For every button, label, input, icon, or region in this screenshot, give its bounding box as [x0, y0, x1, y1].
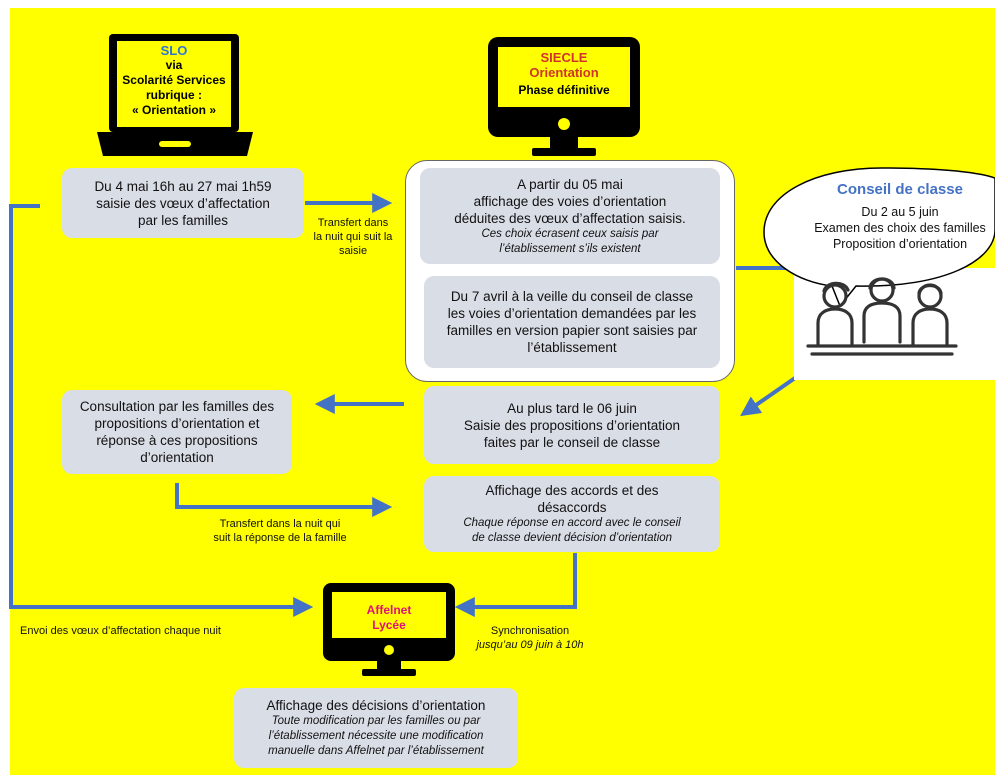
accords-line2: désaccords: [537, 500, 607, 515]
monitor-icon-siecle: [488, 37, 640, 156]
consultation-line1: Consultation par les familles des: [79, 399, 275, 414]
papier-line1: Du 7 avril à la veille du conseil de cla…: [450, 289, 694, 304]
speech-bubble: [763, 167, 995, 308]
affichage-voies-note2: l’établissement s’ils existent: [499, 242, 641, 255]
conseil-bubble-text: Conseil de classe Du 2 au 5 juin Examen …: [806, 180, 994, 252]
label-transfert-reponse: Transfert dans la nuit qui suit la répon…: [180, 517, 380, 545]
monitor-icon-affelnet: [323, 583, 455, 676]
conseil-line2: Examen des choix des familles: [814, 221, 986, 235]
line-consultation-down: [175, 483, 393, 517]
people-meeting-icon: [806, 277, 958, 356]
slo-line2: Scolarité Services: [122, 73, 226, 87]
slo-line4: « Orientation »: [131, 103, 217, 117]
transfert1-line1: Transfert dans: [317, 217, 389, 229]
consultation-line4: d’orientation: [140, 450, 214, 465]
saisie-line1: Du 4 mai 16h au 27 mai 1h59: [94, 178, 272, 194]
label-envoi-voeux: Envoi des vœux d’affectation chaque nuit: [20, 625, 221, 637]
papier-line3: familles en version papier sont saisies …: [446, 323, 698, 338]
affichage-voies-line2: affichage des voies d’orientation: [473, 193, 667, 209]
sync-line2: jusqu’au 09 juin à 10h: [476, 639, 584, 651]
transfert1-line2: la nuit qui suit la: [313, 231, 393, 243]
transfert2-line2: suit la réponse de la famille: [213, 532, 347, 544]
box-propositions: Au plus tard le 06 juin Saisie des propo…: [424, 386, 720, 464]
affichage-voies-line3: déduites des vœux d’affectation saisis.: [454, 210, 686, 226]
conseil-illustration: [763, 167, 995, 356]
siecle-line1: Orientation: [529, 65, 599, 80]
affichage-voies-note1: Ces choix écrasent ceux saisis par: [481, 227, 659, 240]
decisions-line1: Affichage des décisions d’orientation: [266, 698, 486, 713]
arrow-conseil-to-propositions: [740, 376, 797, 417]
siecle-label: SIECLE Orientation Phase définitive: [498, 50, 630, 98]
slo-label: SLO via Scolarité Services rubrique : « …: [117, 43, 231, 118]
box-consultation: Consultation par les familles des propos…: [62, 390, 292, 474]
saisie-line2: saisie des vœux d’affectation: [96, 195, 270, 211]
slo-title: SLO: [160, 43, 188, 58]
arrow-accords-to-affelnet: [454, 553, 577, 617]
affelnet-title: Affelnet: [366, 603, 412, 617]
siecle-title: SIECLE: [540, 50, 588, 65]
conseil-line3: Proposition d’orientation: [832, 237, 968, 251]
siecle-line2: Phase définitive: [518, 83, 610, 97]
box-decisions: Affichage des décisions d’orientation To…: [234, 688, 518, 768]
accords-note1: Chaque réponse en accord avec le conseil: [463, 517, 681, 529]
box-accords: Affichage des accords et des désaccords …: [424, 476, 720, 552]
decisions-note2: l’établissement nécessite une modificati…: [268, 730, 484, 742]
slo-line3: rubrique :: [146, 88, 202, 102]
propositions-line2: Saisie des propositions d’orientation: [463, 417, 681, 433]
consultation-line2: propositions d’orientation et: [94, 416, 260, 431]
box-affichage-voies: A partir du 05 mai affichage des voies d…: [420, 168, 720, 264]
arrow-left-vertical-to-affelnet: [9, 204, 314, 617]
sync-line1: Synchronisation: [490, 625, 570, 637]
label-transfert-saisie: Transfert dans la nuit qui suit la saisi…: [303, 216, 403, 258]
transfert2-line1: Transfert dans la nuit qui: [219, 518, 341, 530]
conseil-line1: Du 2 au 5 juin: [861, 205, 939, 219]
transfert1-line3: saisie: [338, 245, 368, 257]
accords-note2: de classe devient décision d’orientation: [471, 532, 673, 544]
papier-line2: les voies d’orientation demandées par le…: [447, 306, 697, 321]
consultation-line3: réponse à ces propositions: [96, 433, 258, 448]
laptop-icon: [97, 34, 253, 156]
papier-line4: l’établissement: [527, 340, 617, 355]
decisions-note3: manuelle dans Affelnet par l’établisseme…: [268, 745, 484, 757]
box-saisie-voeux: Du 4 mai 16h au 27 mai 1h59 saisie des v…: [62, 168, 304, 238]
saisie-line3: par les familles: [137, 212, 229, 228]
affichage-voies-line1: A partir du 05 mai: [517, 176, 623, 192]
box-saisie-papier: Du 7 avril à la veille du conseil de cla…: [424, 276, 720, 368]
propositions-line1: Au plus tard le 06 juin: [507, 400, 637, 416]
conseil-title: Conseil de classe: [837, 181, 963, 198]
decisions-note1: Toute modification par les familles ou p…: [271, 715, 481, 727]
affelnet-line1: Lycée: [372, 618, 406, 632]
label-synchronisation: Synchronisation jusqu’au 09 juin à 10h: [455, 624, 605, 652]
affelnet-label: Affelnet Lycée: [332, 603, 446, 633]
accords-line1: Affichage des accords et des: [485, 483, 659, 498]
propositions-line3: faites par le conseil de classe: [483, 434, 661, 450]
slo-line1: via: [165, 58, 183, 72]
